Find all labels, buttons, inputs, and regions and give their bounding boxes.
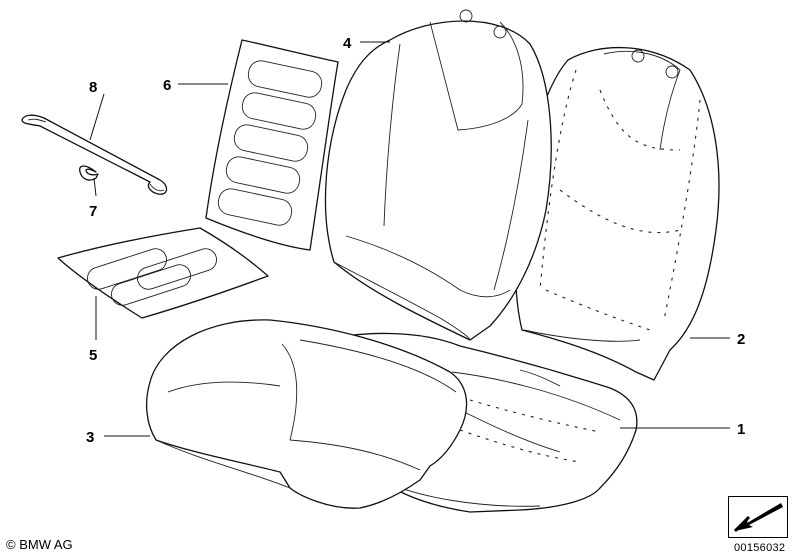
seat-heating-pad-part <box>57 227 269 319</box>
callout-8: 8 <box>89 79 97 96</box>
callout-3: 3 <box>86 429 94 446</box>
backrest-heating-pad-part <box>205 39 339 251</box>
drawing-number: 00156032 <box>734 542 786 554</box>
callout-4: 4 <box>343 35 352 52</box>
leader-8 <box>89 93 105 141</box>
leader-7 <box>93 177 97 197</box>
leader-lines <box>89 41 730 437</box>
view-direction-arrow-icon <box>733 503 783 533</box>
copyright-text: © BMW AG <box>6 537 73 552</box>
view-direction-indicator <box>728 496 788 538</box>
wire-bracket-part <box>21 114 168 195</box>
clip-part <box>79 165 99 181</box>
callout-1: 1 <box>737 421 745 438</box>
callout-2: 2 <box>737 331 745 348</box>
seat-cover-part <box>145 319 468 509</box>
callout-5: 5 <box>89 347 97 364</box>
callout-6: 6 <box>163 77 171 94</box>
callout-7: 7 <box>89 203 97 220</box>
backrest-cover-part <box>324 9 552 341</box>
